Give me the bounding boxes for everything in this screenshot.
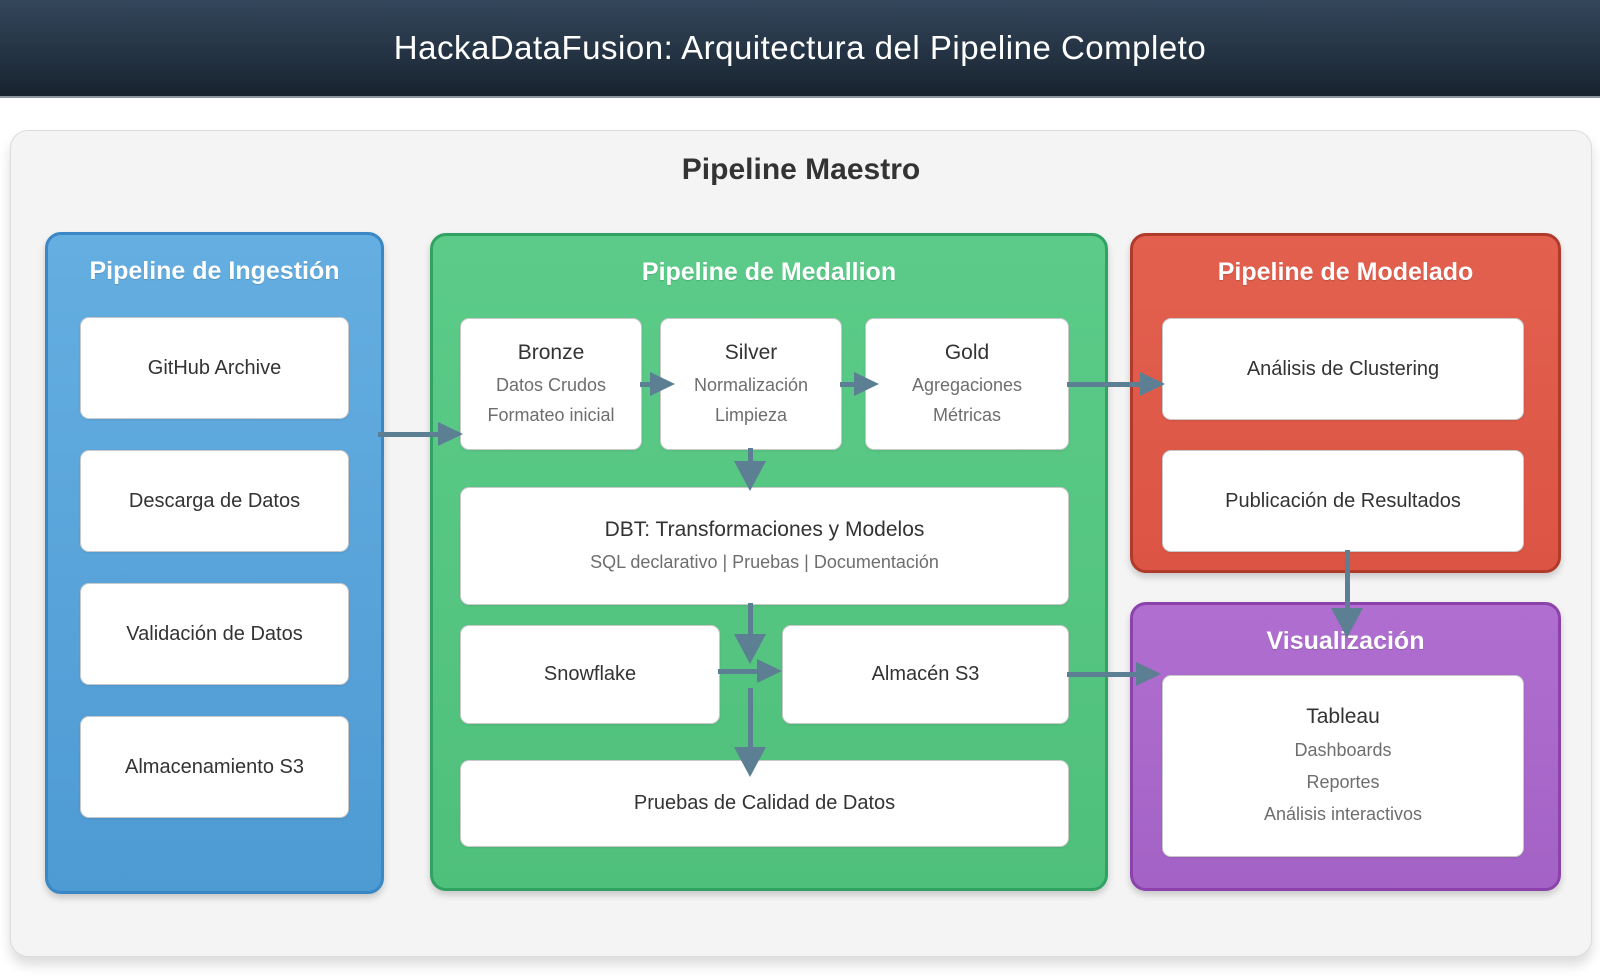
node-label: Validación de Datos — [126, 622, 303, 645]
node-descarga-datos: Descarga de Datos — [80, 450, 349, 552]
node-label: Pruebas de Calidad de Datos — [633, 792, 896, 814]
tableau-line: Reportes — [1306, 772, 1380, 793]
stage-line: Formateo inicial — [487, 405, 615, 426]
stage-title: Bronze — [517, 341, 585, 365]
stage-line: Normalización — [693, 374, 809, 395]
ingestion-pipeline-title: Pipeline de Ingestión — [89, 257, 340, 285]
master-pipeline-title: Pipeline Maestro — [681, 153, 921, 186]
node-silver: Silver Normalización Limpieza — [660, 318, 842, 450]
stage-line: Métricas — [932, 405, 1001, 426]
dbt-subtitle: SQL declarativo | Pruebas | Documentació… — [590, 551, 939, 572]
medallion-pipeline-title: Pipeline de Medallion — [641, 258, 897, 286]
node-label: Almacenamiento S3 — [125, 755, 304, 778]
stage-line: Datos Crudos — [495, 374, 607, 395]
node-label: GitHub Archive — [147, 356, 282, 379]
node-label: Publicación de Resultados — [1225, 489, 1461, 512]
node-github-archive: GitHub Archive — [80, 317, 349, 419]
dbt-title: DBT: Transformaciones y Modelos — [604, 518, 925, 542]
node-label: Almacén S3 — [871, 663, 980, 685]
tableau-line: Dashboards — [1294, 739, 1392, 760]
stage-title: Gold — [944, 341, 990, 365]
node-publicacion-resultados: Publicación de Resultados — [1162, 450, 1524, 552]
modeling-pipeline-title: Pipeline de Modelado — [1217, 258, 1474, 286]
node-bronze: Bronze Datos Crudos Formateo inicial — [460, 318, 642, 450]
node-validacion-datos: Validación de Datos — [80, 583, 349, 685]
node-label: Descarga de Datos — [128, 489, 301, 512]
node-dbt: DBT: Transformaciones y Modelos SQL decl… — [460, 487, 1069, 605]
node-tableau: Tableau Dashboards Reportes Análisis int… — [1162, 675, 1524, 857]
node-analisis-clustering: Análisis de Clustering — [1162, 318, 1524, 420]
tableau-line: Análisis interactivos — [1263, 804, 1423, 825]
node-label: Snowflake — [543, 663, 637, 685]
node-almacenamiento-s3: Almacenamiento S3 — [80, 716, 349, 818]
node-almacen-s3: Almacén S3 — [782, 625, 1069, 724]
header-bar: HackaDataFusion: Arquitectura del Pipeli… — [0, 0, 1600, 98]
stage-line: Agregaciones — [911, 374, 1023, 395]
page-title: HackaDataFusion: Arquitectura del Pipeli… — [393, 29, 1207, 66]
tableau-title: Tableau — [1306, 705, 1380, 729]
node-label: Análisis de Clustering — [1246, 357, 1440, 380]
node-gold: Gold Agregaciones Métricas — [865, 318, 1069, 450]
stage-title: Silver — [724, 341, 778, 365]
node-snowflake: Snowflake — [460, 625, 720, 724]
stage-line: Limpieza — [714, 405, 788, 426]
